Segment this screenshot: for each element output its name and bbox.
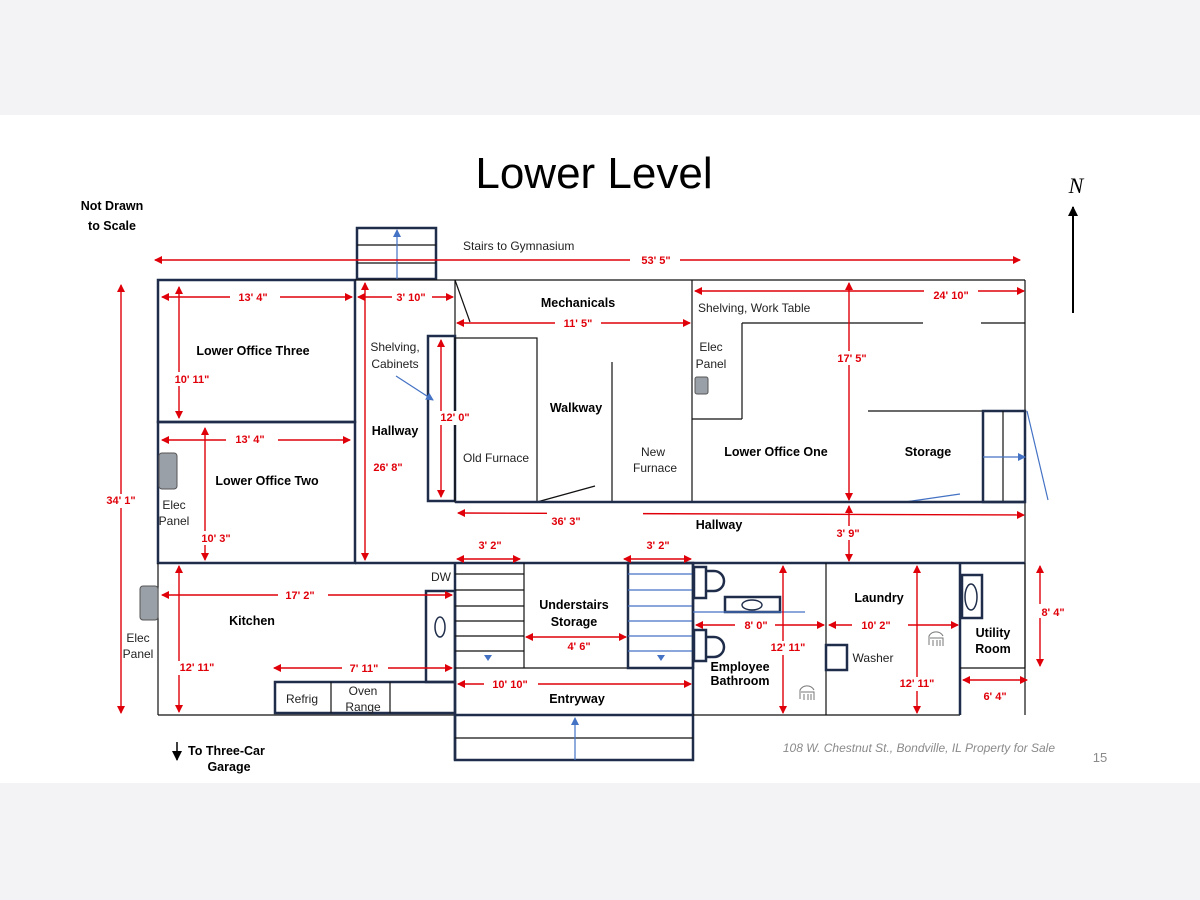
dim-utility-width: 6' 4" bbox=[983, 691, 1006, 703]
dimension-labels: 53' 5" 34' 1" 13' 4" 10' 11" 13' 4" 10' … bbox=[104, 253, 1070, 703]
dim-hallway-center-length: 36' 3" bbox=[551, 516, 580, 528]
room-office-one: Lower Office One bbox=[724, 445, 828, 459]
page-number: 15 bbox=[1093, 750, 1107, 765]
dim-bathroom-width: 8' 0" bbox=[744, 620, 767, 632]
old-furnace-label: Old Furnace bbox=[463, 451, 529, 465]
dim-utility-depth: 8' 4" bbox=[1041, 607, 1064, 619]
elec-panel-label-line2: Panel bbox=[696, 357, 727, 371]
garage-note-line1: To Three-Car bbox=[188, 744, 265, 758]
stairs-label: Stairs to Gymnasium bbox=[463, 239, 574, 253]
room-mechanicals: Mechanicals bbox=[541, 296, 615, 310]
sink-icon bbox=[693, 595, 805, 614]
dim-office-two-depth: 10' 3" bbox=[201, 533, 230, 545]
room-bathroom-line2: Bathroom bbox=[710, 674, 769, 688]
dim-kitchen-counter: 7' 11" bbox=[350, 663, 379, 675]
new-furnace-line1: New bbox=[641, 445, 665, 459]
room-office-three: Lower Office Three bbox=[196, 344, 309, 358]
page-title: Lower Level bbox=[475, 149, 712, 198]
dim-office-one-depth: 17' 5" bbox=[837, 353, 866, 365]
oven-range-line2: Range bbox=[345, 700, 381, 714]
toilet-icon bbox=[692, 565, 726, 600]
pointer-arrow bbox=[395, 375, 434, 401]
room-kitchen: Kitchen bbox=[229, 614, 275, 628]
room-laundry: Laundry bbox=[854, 591, 903, 605]
water-heater-icon bbox=[960, 573, 984, 620]
dim-stairs-east-width: 3' 2" bbox=[646, 540, 669, 552]
room-office-two: Lower Office Two bbox=[215, 474, 319, 488]
shelving-cabinets-line1: Shelving, bbox=[370, 340, 419, 354]
dim-office-three-width: 13' 4" bbox=[238, 292, 267, 304]
elec-panel-icon bbox=[139, 585, 159, 621]
room-understairs-line2: Storage bbox=[551, 615, 598, 629]
shelving-work-table-label: Shelving, Work Table bbox=[698, 301, 811, 315]
dim-office-three-depth: 10' 11" bbox=[175, 374, 210, 386]
dim-overall-width: 53' 5" bbox=[641, 255, 670, 267]
scale-note-line1: Not Drawn bbox=[81, 199, 144, 213]
footer-address: 108 W. Chestnut St., Bondville, IL Prope… bbox=[783, 741, 1055, 755]
north-label: N bbox=[1068, 173, 1085, 198]
dishwasher-label: DW bbox=[431, 570, 452, 584]
dim-shelving-length: 12' 0" bbox=[440, 412, 469, 424]
elec-panel-label-line2: Panel bbox=[159, 514, 190, 528]
elec-panel-label-line1: Elec bbox=[126, 631, 149, 645]
dim-office-two-width: 13' 4" bbox=[235, 434, 264, 446]
dim-hallway-center-width: 3' 9" bbox=[836, 528, 859, 540]
dim-hallway-west-length: 26' 8" bbox=[373, 462, 402, 474]
dim-stairs-west-width: 3' 2" bbox=[478, 540, 501, 552]
stairs-gymnasium bbox=[355, 226, 438, 281]
washer-label: Washer bbox=[853, 651, 894, 665]
scale-note-line2: to Scale bbox=[88, 219, 136, 233]
shower-icon bbox=[799, 685, 815, 700]
room-entryway: Entryway bbox=[549, 692, 605, 706]
elec-panel-label-line1: Elec bbox=[162, 498, 185, 512]
new-furnace-line2: Furnace bbox=[633, 461, 677, 475]
shower-icon bbox=[928, 631, 944, 646]
dim-office-one-width: 24' 10" bbox=[933, 290, 968, 302]
room-understairs-line1: Understairs bbox=[539, 598, 609, 612]
dim-hallway-west-width: 3' 10" bbox=[396, 292, 425, 304]
walls bbox=[156, 278, 1049, 762]
room-utility-line2: Room bbox=[975, 642, 1010, 656]
dim-understairs-width: 4' 6" bbox=[567, 641, 590, 653]
room-hallway-center: Hallway bbox=[696, 518, 743, 532]
room-bathroom-line1: Employee bbox=[710, 660, 769, 674]
shelving-cabinets-line2: Cabinets bbox=[371, 357, 418, 371]
dim-laundry-depth: 12' 11" bbox=[900, 678, 935, 690]
elec-panel-label-line1: Elec bbox=[699, 340, 722, 354]
room-walkway: Walkway bbox=[550, 401, 602, 415]
room-storage: Storage bbox=[905, 445, 952, 459]
toilet-icon bbox=[692, 628, 726, 663]
dim-overall-depth: 34' 1" bbox=[106, 495, 135, 507]
garage-note-line2: Garage bbox=[207, 760, 250, 774]
dim-kitchen-width: 17' 2" bbox=[285, 590, 314, 602]
room-hallway-west: Hallway bbox=[372, 424, 419, 438]
dim-entryway-width: 10' 10" bbox=[492, 679, 527, 691]
refrig-label: Refrig bbox=[286, 692, 318, 706]
oven-range-line1: Oven bbox=[349, 684, 378, 698]
dim-kitchen-depth: 12' 11" bbox=[180, 662, 215, 674]
elec-panel-icon bbox=[694, 376, 709, 395]
room-utility-line1: Utility bbox=[976, 626, 1011, 640]
dim-laundry-width: 10' 2" bbox=[861, 620, 890, 632]
elec-panel-icon bbox=[158, 452, 178, 490]
dim-bathroom-depth: 12' 11" bbox=[771, 642, 806, 654]
elec-panel-label-line2: Panel bbox=[123, 647, 154, 661]
dim-mechanicals-width: 11' 5" bbox=[564, 318, 593, 330]
